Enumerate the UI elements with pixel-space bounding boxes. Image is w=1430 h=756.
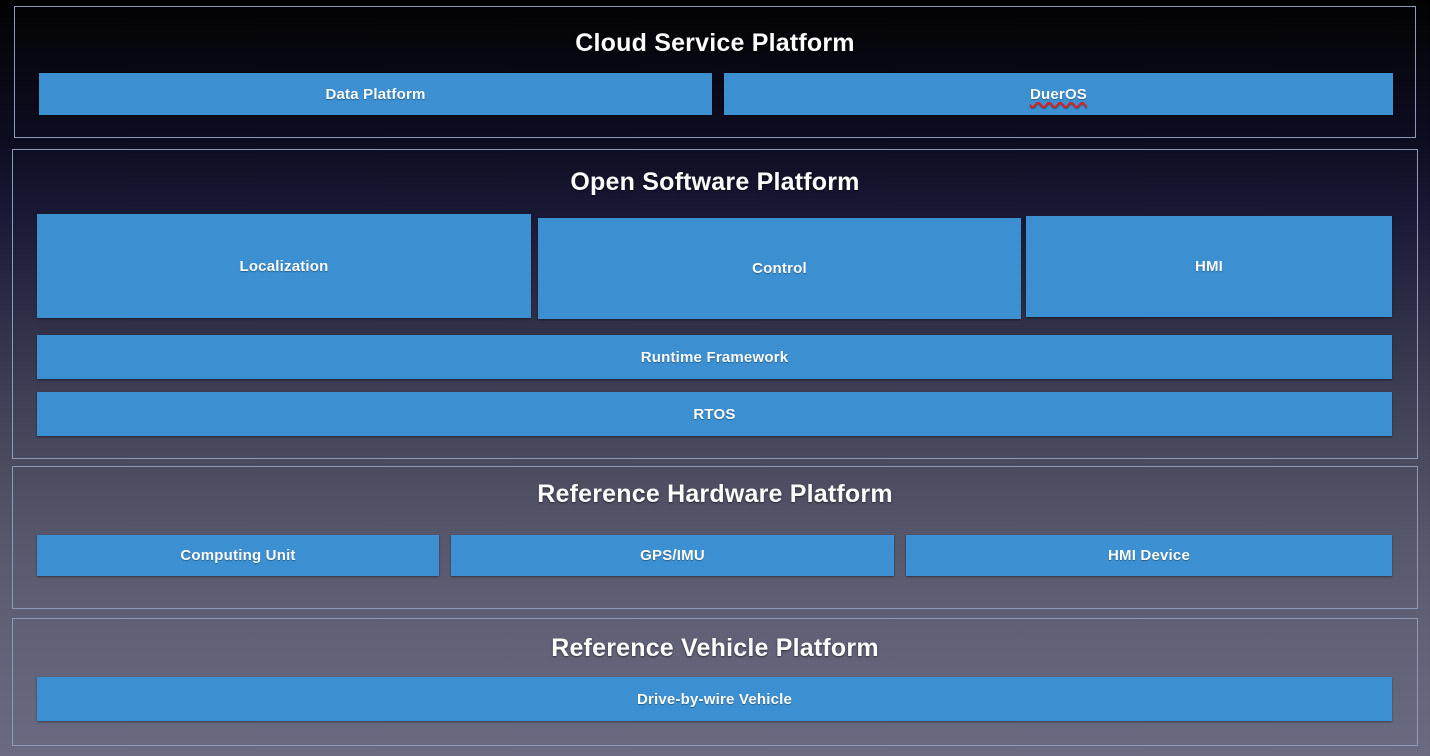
box-label-hmi: HMI <box>1194 258 1224 275</box>
box-gps-imu[interactable]: GPS/IMU <box>451 535 894 576</box>
layer-title-open-software-platform: Open Software Platform <box>570 168 860 196</box>
box-data-platform[interactable]: Data Platform <box>39 73 712 115</box>
box-label-hmi-device: HMI Device <box>1107 547 1191 564</box>
box-label-dueros: DuerOS <box>1029 85 1088 103</box>
box-control[interactable]: Control <box>538 218 1021 319</box>
box-label-rtos: RTOS <box>693 405 736 423</box>
layer-panel-reference-hardware-platform: Reference Hardware Platform Computing Un… <box>12 466 1418 609</box>
box-label-localization: Localization <box>239 257 329 275</box>
box-label-control: Control <box>752 260 807 277</box>
box-runtime-framework[interactable]: Runtime Framework <box>37 335 1392 379</box>
box-computing-unit[interactable]: Computing Unit <box>37 535 439 576</box>
box-localization[interactable]: Localization <box>37 214 531 318</box>
box-dueros[interactable]: DuerOS <box>724 73 1393 115</box>
layer-title-cloud-service-platform: Cloud Service Platform <box>575 29 855 57</box>
box-label-computing-unit: Computing Unit <box>180 547 296 564</box>
layer-title-reference-hardware-platform: Reference Hardware Platform <box>537 480 893 508</box>
box-label-data-platform: Data Platform <box>325 85 426 103</box>
layer-panel-reference-vehicle-platform: Reference Vehicle Platform Drive-by-wire… <box>12 618 1418 746</box>
box-label-gps-imu: GPS/IMU <box>640 547 705 564</box>
box-label-runtime-framework: Runtime Framework <box>640 348 789 366</box>
box-label-drive-by-wire-vehicle: Drive-by-wire Vehicle <box>636 690 793 708</box>
box-drive-by-wire-vehicle[interactable]: Drive-by-wire Vehicle <box>37 677 1392 721</box>
box-rtos[interactable]: RTOS <box>37 392 1392 436</box>
layer-panel-cloud-service-platform: Cloud Service Platform Data Platform Due… <box>14 6 1416 138</box>
box-hmi[interactable]: HMI <box>1026 216 1392 317</box>
layer-panel-open-software-platform: Open Software Platform Localization Cont… <box>12 149 1418 459</box>
layer-title-reference-vehicle-platform: Reference Vehicle Platform <box>551 634 879 662</box>
box-hmi-device[interactable]: HMI Device <box>906 535 1392 576</box>
